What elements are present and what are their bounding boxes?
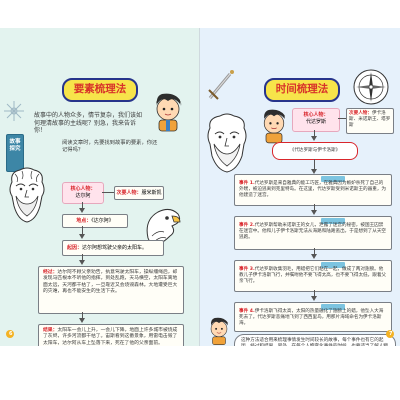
left-place-value: 《达尔阿》: [91, 218, 114, 224]
left-check-question: 阅读文章时，先要找到故事的要素，你还记得吗？: [62, 140, 158, 153]
snowflake-icon: [4, 101, 24, 121]
event-1-text: 代达罗斯是来自雅典的能工巧匠，在雅典因为嫉妒杀死了自己的外甥，被迫逃离到克里特岛…: [239, 181, 387, 199]
left-section-title: 要素梳理法: [62, 78, 138, 102]
right-story-name-pill: 《代达罗斯与伊卡洛斯》: [272, 142, 358, 160]
left-core-character-value: 达尔阿: [75, 193, 91, 199]
event-box-3: 事件 3.代达罗斯收集羽毛，用蜡把它们粘在一起，做成了两对翅膀。他教儿子伊卡洛斯…: [234, 260, 392, 292]
top-strip: [0, 0, 400, 28]
sword-icon: [208, 70, 234, 100]
event-3-text: 代达罗斯收集羽毛，用蜡把它们粘在一起，做成了两对翅膀。他教儿子伊卡洛斯飞行，并嘱…: [239, 267, 387, 285]
event-4-text: 伊卡洛斯飞得太高，太阳的热量融化了翅膀上的蜡，他坠入大海死去了。代达罗斯悲痛地飞…: [239, 309, 384, 327]
compass-rose-icon: [353, 69, 389, 105]
left-intro-text: 故事中的人物众多，情节复杂，我们该如何理清故事的主线呢？别急，我来告诉你！: [34, 112, 143, 134]
zeus-head-icon: [207, 113, 247, 173]
right-section-title: 时间梳理法: [264, 78, 340, 102]
right-page-number-dot: [386, 330, 394, 338]
right-page-number: 7: [389, 331, 393, 337]
right-page: 时间梳理法 核心人物： 代达罗斯: [200, 28, 400, 367]
left-core-character-box: 核心人物： 达尔阿: [62, 182, 104, 204]
left-secondary-character-value: 服米斯凯: [141, 190, 162, 196]
boy-cartoon-icon: [263, 109, 285, 144]
left-page-number: 6: [9, 331, 13, 337]
connector-v: [82, 202, 83, 210]
connector-h: [102, 192, 114, 193]
zeus-head-icon: [9, 167, 45, 223]
right-secondary-character-value: 伊卡洛斯、米诺斯王、塔罗斯: [349, 111, 391, 128]
boy-cartoon-icon: [210, 317, 228, 346]
left-page-number-dot: [6, 330, 14, 338]
side-tab-label: 故事探究: [9, 139, 21, 152]
right-core-character-value: 代达罗斯: [305, 119, 326, 125]
event-box-1: 事件 1.代达罗斯是来自雅典的能工巧匠，在雅典因为嫉妒杀死了自己的外甥，被迫逃离…: [234, 174, 392, 206]
left-start-box: 起因：达尔阿想驾驶父亲的太阳车。: [62, 240, 164, 256]
event-box-4: 事件 4.伊卡洛斯飞得太高，太阳的热量融化了翅膀上的蜡，他坠入大海死去了。代达罗…: [234, 302, 392, 332]
left-process-text: 达尔阿不顾父亲劝告，执意驾驶太阳车，操纵缰绳后，却发现马匹根本不听他的指挥，到处…: [43, 270, 178, 295]
bottom-strip: [0, 346, 400, 400]
left-page: 故事探究 要素梳理法 故事中的人物众多，情节复杂，我们该如何理清故事的主线呢？别…: [0, 28, 200, 362]
boy-cartoon-icon: [156, 93, 182, 132]
eagle-icon: [146, 208, 181, 247]
right-core-character-box: 核心人物： 代达罗斯: [292, 108, 340, 132]
left-process-box: 经过：达尔阿不顾父亲劝告，执意驾驶太阳车，操纵缰绳后，却发现马匹根本不听他的指挥…: [38, 266, 184, 314]
right-secondary-character-box: 次要人物：伊卡洛斯、米诺斯王、塔罗斯: [346, 108, 394, 134]
event-2-text: 代达罗斯帮助米诺斯王的女儿，泄露了迷宫的秘密，被国王囚禁在迷宫中。他和儿子伊卡洛…: [239, 223, 387, 241]
left-place-box: 地点：《达尔阿》: [62, 214, 128, 228]
left-start-text: 达尔阿想驾驶父亲的太阳车。: [82, 245, 148, 251]
left-result-text: 太阳车一会儿上升，一会儿下降，地面上许多城市被烧成了灰烬，许多河流都干枯了。宙斯…: [43, 328, 178, 346]
left-secondary-character-box: 次要人物：服米斯凯: [114, 186, 164, 200]
event-box-2: 事件 2.代达罗斯帮助米诺斯王的女儿，泄露了迷宫的秘密，被国王囚禁在迷宫中。他和…: [234, 216, 392, 250]
